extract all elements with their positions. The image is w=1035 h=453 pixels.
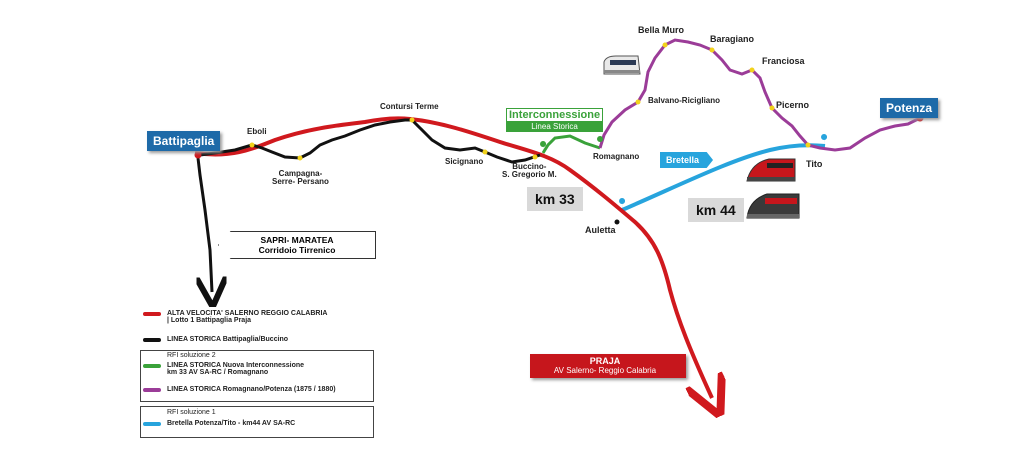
station-label-sicignano: Sicignano <box>445 157 484 166</box>
train-icon-highspeed-dark <box>746 193 800 219</box>
legend-box-solution1 <box>140 406 374 438</box>
interconnessione-title: Interconnessione <box>506 108 604 121</box>
station-dot-eboli <box>249 142 255 148</box>
praja-subtitle: AV Salerno- Reggio Calabria <box>553 366 657 375</box>
train-icon-regional <box>603 55 641 75</box>
station-dot-baragiano <box>709 47 715 53</box>
legend-swatch-black <box>143 338 161 342</box>
station-dot-auletta <box>614 219 620 225</box>
legend-item-interconnection: LINEA STORICA Nuova Interconnessione km … <box>143 362 304 376</box>
endpoint-potenza: Potenza <box>880 98 939 118</box>
station-label-romagnano: Romagnano <box>593 152 640 161</box>
pin-icon-green <box>540 136 604 153</box>
legend-box-solution2 <box>140 350 374 402</box>
train-icon-highspeed-red <box>746 158 796 182</box>
station-dot-battipaglia <box>194 151 202 159</box>
praja-title: PRAJA <box>589 356 621 366</box>
legend-item-historic: LINEA STORICA Battipaglia/Buccino <box>143 336 288 343</box>
station-label-bella-muro: Bella Muro <box>638 25 685 35</box>
station-label-balvano: Balvano-Ricigliano <box>648 96 721 105</box>
legend-item-high-speed: ALTA VELOCITA' SALERNO REGGIO CALABRIA |… <box>143 310 327 324</box>
romagnano-potenza-line <box>598 38 921 152</box>
station-dot-campagna <box>297 155 303 161</box>
legend-label-high-speed: ALTA VELOCITA' SALERNO REGGIO CALABRIA |… <box>167 310 328 324</box>
interconnessione-subtitle: Linea Storica <box>506 121 604 132</box>
legend-swatch-green <box>143 364 161 368</box>
sapri-line1: SAPRI- MARATEA <box>260 235 334 245</box>
legend-item-romagnano-potenza: LINEA STORICA Romagnano/Potenza (1875 / … <box>143 386 336 393</box>
endpoint-battipaglia: Battipaglia <box>147 131 221 151</box>
station-label-franciosa: Franciosa <box>762 56 805 66</box>
station-dot-bella-muro <box>662 42 668 48</box>
station-label-buccino: Buccino- S. Gregorio M. <box>502 162 557 180</box>
legend-label-historic: LINEA STORICA Battipaglia/Buccino <box>167 336 289 343</box>
station-dot-franciosa <box>749 67 755 73</box>
high-speed-line <box>194 116 712 398</box>
interconnessione-label: Interconnessione Linea Storica <box>506 108 604 132</box>
station-label-auletta: Auletta <box>585 225 616 235</box>
legend-item-bretella: Bretella Potenza/Tito - km44 AV SA-RC <box>143 420 295 427</box>
station-dot-balvano <box>635 99 641 105</box>
station-dot-sicignano <box>482 149 488 155</box>
km44-label: km 44 <box>688 198 744 222</box>
sapri-line2: Corridoio Tirrenico <box>258 245 336 255</box>
station-label-campagna: Campagna- Serre- Persano <box>272 169 329 187</box>
station-dot-contursi <box>409 117 415 123</box>
pin-icon <box>619 134 828 210</box>
legend-head-solution2: RFI soluzione 2 <box>167 352 216 359</box>
legend-head-solution1: RFI soluzione 1 <box>167 409 216 416</box>
legend-swatch-blue <box>143 422 161 426</box>
station-label-tito: Tito <box>806 159 823 169</box>
legend-label-interconnection: LINEA STORICA Nuova Interconnessione km … <box>167 362 305 376</box>
legend-swatch-red <box>143 312 161 316</box>
station-label-eboli: Eboli <box>247 127 267 136</box>
sapri-callout: SAPRI- MARATEA Corridoio Tirrenico <box>218 231 376 259</box>
station-dot-tito <box>805 142 811 148</box>
bretella-tag: Bretella <box>660 152 714 168</box>
station-dot-buccino <box>532 154 538 160</box>
sapri-branch-line <box>198 157 212 292</box>
station-label-contursi: Contursi Terme <box>380 102 439 111</box>
legend-label-bretella: Bretella Potenza/Tito - km44 AV SA-RC <box>167 420 296 427</box>
station-label-baragiano: Baragiano <box>710 34 755 44</box>
legend-swatch-purple <box>143 388 161 392</box>
historic-line <box>199 118 541 164</box>
station-label-picerno: Picerno <box>776 100 810 110</box>
interconnection-line <box>541 134 601 154</box>
legend-label-romagnano-potenza: LINEA STORICA Romagnano/Potenza (1875 / … <box>167 386 336 393</box>
praja-callout: PRAJA AV Salerno- Reggio Calabria <box>530 354 686 378</box>
km33-label: km 33 <box>527 187 583 211</box>
station-dot-picerno <box>769 105 775 111</box>
